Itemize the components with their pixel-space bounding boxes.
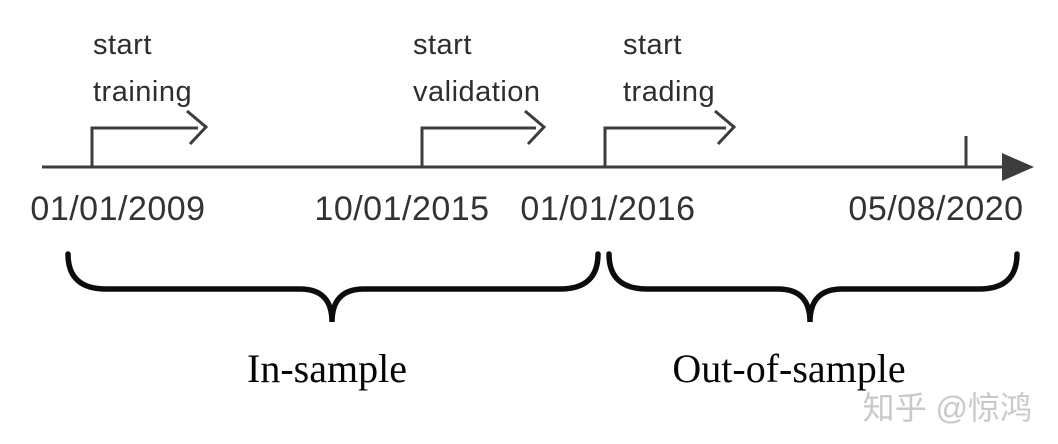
date-start-training: 01/01/2009: [30, 190, 206, 228]
date-start-validation: 10/01/2015: [314, 190, 490, 228]
in-sample-brace: [65, 251, 601, 323]
out-of-sample-brace: [606, 251, 1020, 323]
date-end: 05/08/2020: [848, 190, 1024, 228]
timeline-arrowhead-icon: [1002, 153, 1034, 181]
start-validation-label: start validation: [413, 29, 541, 108]
start-validation-arrowhead-icon: [524, 109, 547, 146]
start-validation-arrow: [420, 126, 536, 166]
zhihu-watermark: 知乎 @惊鸿: [862, 390, 1032, 426]
in-sample-label: In-sample: [247, 346, 407, 391]
start-trading-arrowhead-icon: [714, 109, 737, 146]
start-training-label: start training: [93, 29, 193, 108]
start-trading-label: start trading: [623, 29, 716, 108]
out-of-sample-label: Out-of-sample: [672, 346, 906, 391]
date-start-trading: 01/01/2016: [520, 190, 696, 228]
start-trading-arrow: [603, 126, 726, 166]
start-training-arrow: [90, 126, 198, 166]
start-training-arrowhead-icon: [186, 109, 209, 146]
